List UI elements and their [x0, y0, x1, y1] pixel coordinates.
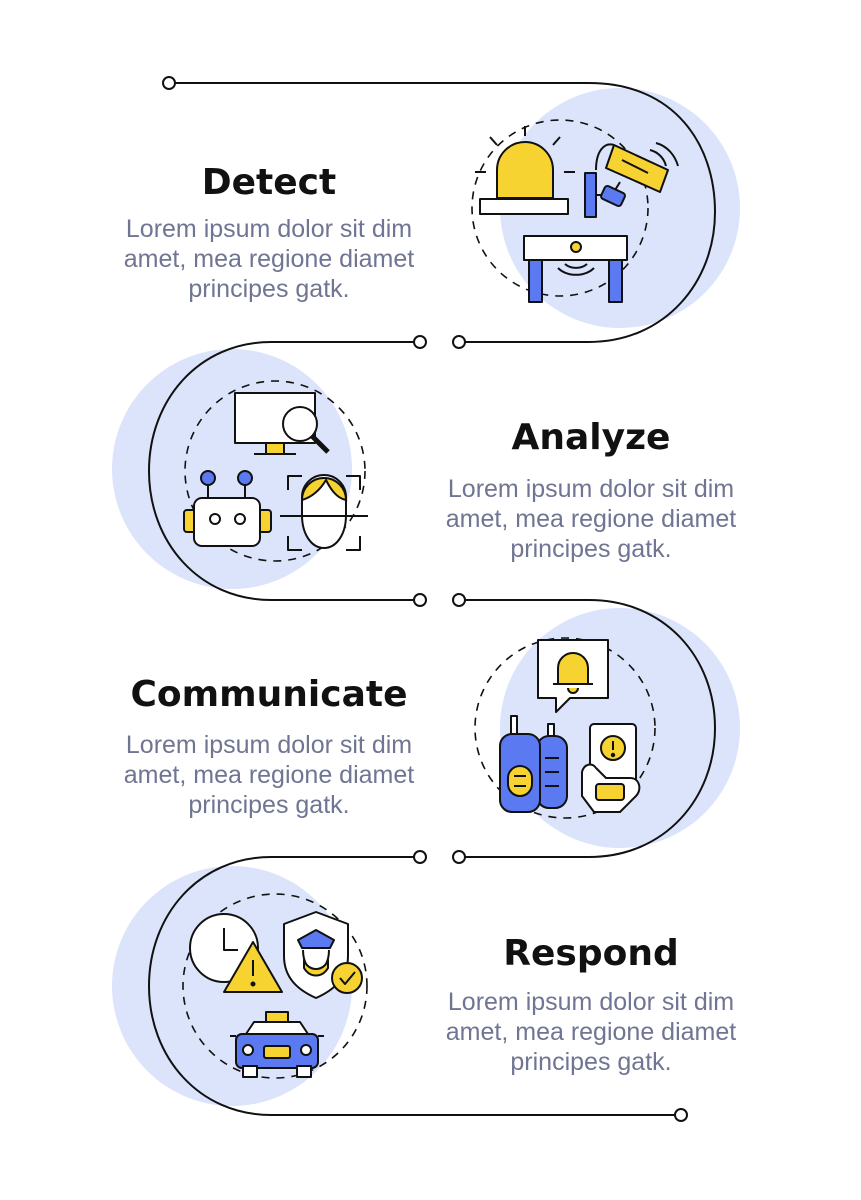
- face-recognition-icon: [280, 474, 368, 551]
- step-description-line: principes gatk.: [188, 791, 349, 819]
- step-1-dashed-ring: [471, 119, 649, 297]
- step-2-dashed-ring: [184, 380, 366, 562]
- step-3-dashed-ring: [474, 637, 656, 819]
- step-analyze: Analyze Lorem ipsum dolor sit dim amet, …: [446, 417, 736, 563]
- step-4-dashed-ring: [182, 893, 368, 1079]
- step-title: Analyze: [512, 417, 671, 458]
- connector-node: [413, 850, 427, 864]
- step-description-line: principes gatk.: [510, 1048, 671, 1076]
- step-title: Communicate: [130, 674, 407, 715]
- connector-node: [452, 593, 466, 607]
- step-title: Respond: [503, 933, 678, 974]
- security-camera-icon: [584, 142, 679, 218]
- siren-icon: [475, 126, 575, 215]
- robot-icon: [183, 470, 272, 547]
- step-description-line: principes gatk.: [188, 275, 349, 303]
- step-respond: Respond Lorem ipsum dolor sit dim amet, …: [446, 933, 736, 1076]
- connector-line-2: [147, 341, 414, 601]
- step-description-line: Lorem ipsum dolor sit dim: [126, 215, 412, 243]
- monitor-search-icon: [234, 392, 330, 455]
- connector-line-3: [465, 599, 717, 858]
- metal-detector-gate-icon: [523, 235, 628, 303]
- bell-notification-icon: [537, 639, 609, 713]
- step-1-background-circle: [500, 88, 740, 328]
- step-communicate: Communicate Lorem ipsum dolor sit dim am…: [124, 674, 414, 819]
- step-description-line: principes gatk.: [510, 535, 671, 563]
- connector-line-1: [175, 82, 717, 343]
- step-description-line: amet, mea regione diamet: [446, 1018, 736, 1046]
- step-description-line: Lorem ipsum dolor sit dim: [448, 475, 734, 503]
- connector-node: [452, 850, 466, 864]
- step-description-line: amet, mea regione diamet: [124, 245, 414, 273]
- step-title: Detect: [202, 162, 336, 203]
- step-description-line: Lorem ipsum dolor sit dim: [126, 731, 412, 759]
- connector-node: [413, 335, 427, 349]
- police-shield-icon: [283, 911, 363, 999]
- connector-node: [413, 593, 427, 607]
- step-2-background-circle: [112, 349, 352, 589]
- step-description-line: amet, mea regione diamet: [446, 505, 736, 533]
- step-detect: Detect Lorem ipsum dolor sit dim amet, m…: [124, 162, 414, 303]
- step-description-line: Lorem ipsum dolor sit dim: [448, 988, 734, 1016]
- clock-warning-icon: [189, 913, 283, 993]
- connector-end-node: [674, 1108, 688, 1122]
- connector-node: [452, 335, 466, 349]
- connector-start-node: [162, 76, 176, 90]
- connector-line-4: [147, 856, 675, 1116]
- police-car-icon: [230, 1011, 324, 1078]
- step-description-line: amet, mea regione diamet: [124, 761, 414, 789]
- phone-alert-icon: [581, 723, 641, 813]
- walkie-talkie-icon: [499, 715, 568, 813]
